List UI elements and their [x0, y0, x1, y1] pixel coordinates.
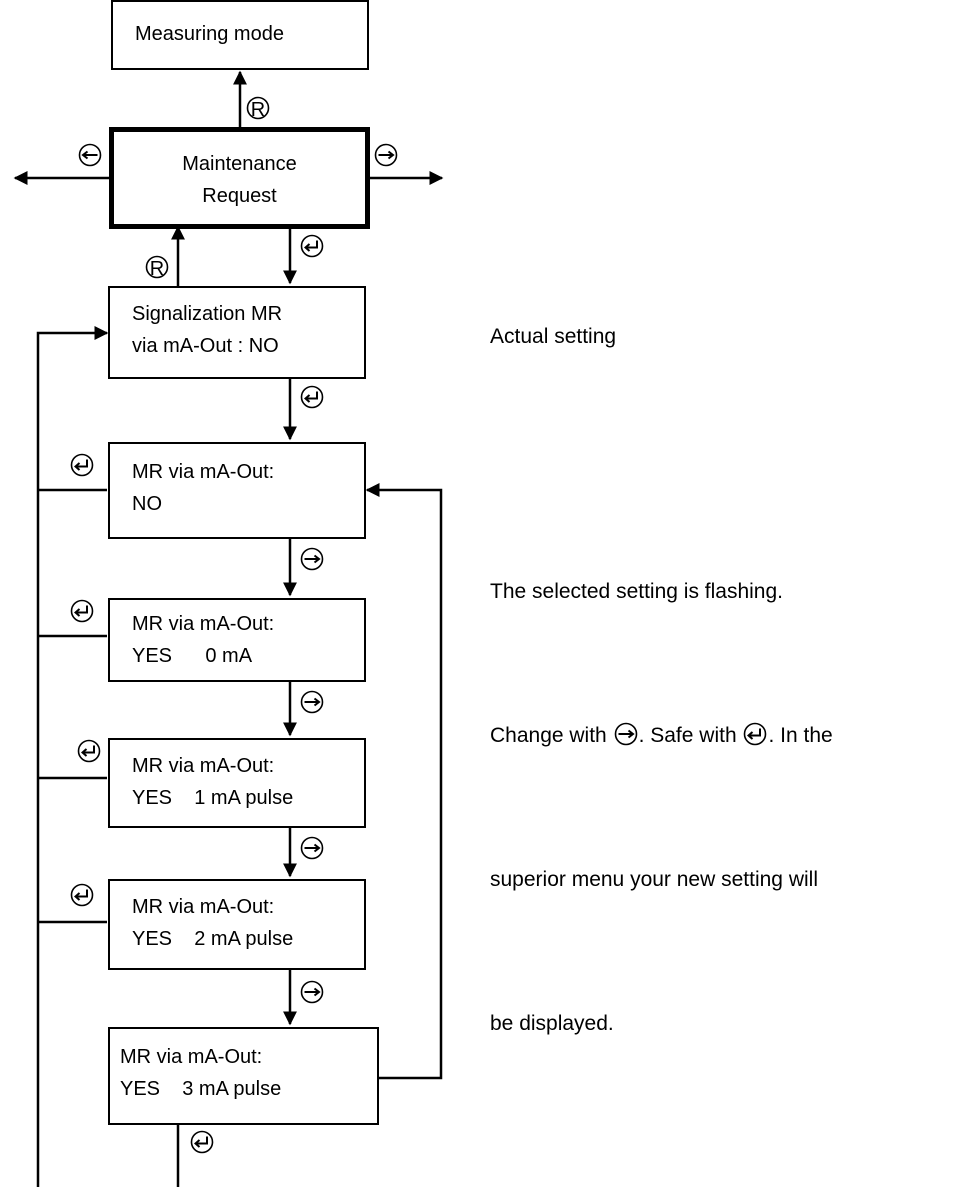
box-line: MR via mA-Out: [132, 755, 275, 777]
instruction-text: . In the [768, 724, 833, 747]
instruction-text: Change with [490, 724, 613, 747]
enter-key-icon [70, 883, 94, 907]
instruction-line: Change with . Safe with . In the [490, 712, 833, 760]
box-line: YES 0 mA [132, 645, 253, 667]
instruction-line: The selected setting is flashing. [490, 580, 783, 603]
option-yes-2ma-box[interactable]: MR via mA-Out: YES 2 mA pulse [108, 879, 366, 970]
svg-text:R: R [150, 258, 164, 280]
flashing-instructions: The selected setting is flashing. Change… [490, 472, 833, 1096]
enter-key-icon [300, 234, 324, 258]
box-line: Measuring mode [135, 23, 284, 45]
right-arrow-key-icon [614, 722, 638, 746]
instruction-text: . Safe with [638, 724, 743, 747]
option-no-box[interactable]: MR via mA-Out: NO [108, 442, 366, 539]
svg-text:R: R [251, 99, 265, 121]
box-line: Maintenance [182, 153, 297, 175]
box-line: NO [132, 493, 162, 515]
right-arrow-key-icon [300, 836, 324, 860]
box-line: YES 2 mA pulse [132, 928, 294, 950]
enter-key-icon [743, 722, 767, 746]
box-line: MR via mA-Out: [132, 461, 275, 483]
right-arrow-key-icon [374, 143, 398, 167]
enter-key-icon [70, 599, 94, 623]
r-key-icon: R [246, 96, 270, 121]
enter-key-icon [190, 1130, 214, 1154]
box-line: MR via mA-Out: [132, 613, 275, 635]
measuring-mode-box[interactable]: Measuring mode [111, 0, 369, 70]
option-yes-3ma-box[interactable]: MR via mA-Out: YES 3 mA pulse [108, 1027, 379, 1125]
actual-setting-note: Actual setting [490, 325, 617, 348]
right-arrow-key-icon [300, 690, 324, 714]
enter-key-icon [300, 385, 324, 409]
box-line: MR via mA-Out: [120, 1046, 263, 1068]
box-line: YES 1 mA pulse [132, 787, 294, 809]
right-arrow-key-icon [300, 980, 324, 1004]
box-line: Signalization MR [132, 303, 283, 325]
instruction-line: be displayed. [490, 1012, 614, 1035]
box-line: MR via mA-Out: [132, 896, 275, 918]
enter-key-icon [70, 453, 94, 477]
return-bus-arrow [36, 326, 109, 1187]
right-arrow-key-icon [300, 547, 324, 571]
box-line: YES 3 mA pulse [120, 1078, 282, 1100]
signalization-box[interactable]: Signalization MR via mA-Out : NO [108, 286, 366, 379]
left-arrow-key-icon [78, 143, 102, 167]
instruction-line: superior menu your new setting will [490, 868, 818, 891]
box-line: via mA-Out : NO [132, 335, 279, 357]
loop-back-arrow [365, 483, 443, 1080]
maintenance-request-box[interactable]: Maintenance Request [109, 127, 370, 229]
option-yes-1ma-box[interactable]: MR via mA-Out: YES 1 mA pulse [108, 738, 366, 828]
r-key-icon: R [145, 255, 169, 280]
enter-key-icon [77, 739, 101, 763]
box-line: Request [202, 185, 277, 207]
option-yes-0ma-box[interactable]: MR via mA-Out: YES 0 mA [108, 598, 366, 682]
